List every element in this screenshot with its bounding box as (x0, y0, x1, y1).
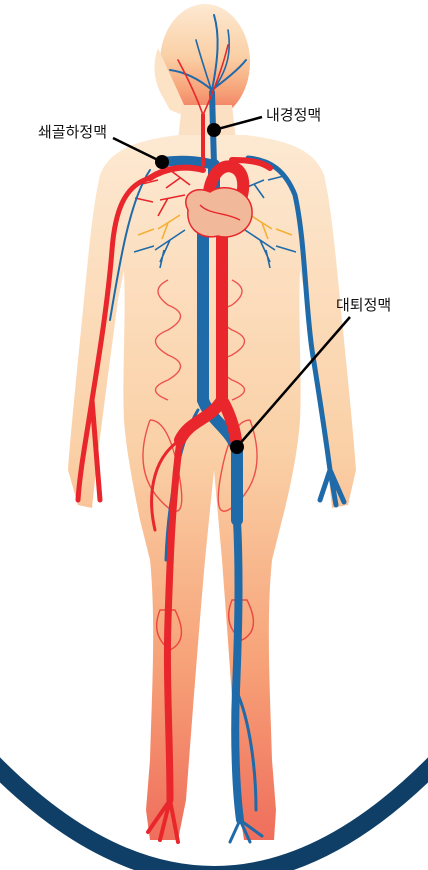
label-femoral-vein: 대퇴정맥 (336, 296, 391, 314)
label-internal-jugular-vein: 내경정맥 (266, 106, 321, 124)
heart-body (186, 188, 252, 237)
dot-subclavian (155, 155, 169, 169)
heart (186, 188, 252, 237)
subclavian-vein (162, 161, 214, 165)
frame-ring (0, 760, 428, 870)
neck (178, 105, 236, 140)
label-subclavian-vein: 쇄골하정맥 (38, 123, 107, 141)
dot-internal-jugular (207, 123, 221, 137)
dot-femoral (230, 440, 244, 454)
